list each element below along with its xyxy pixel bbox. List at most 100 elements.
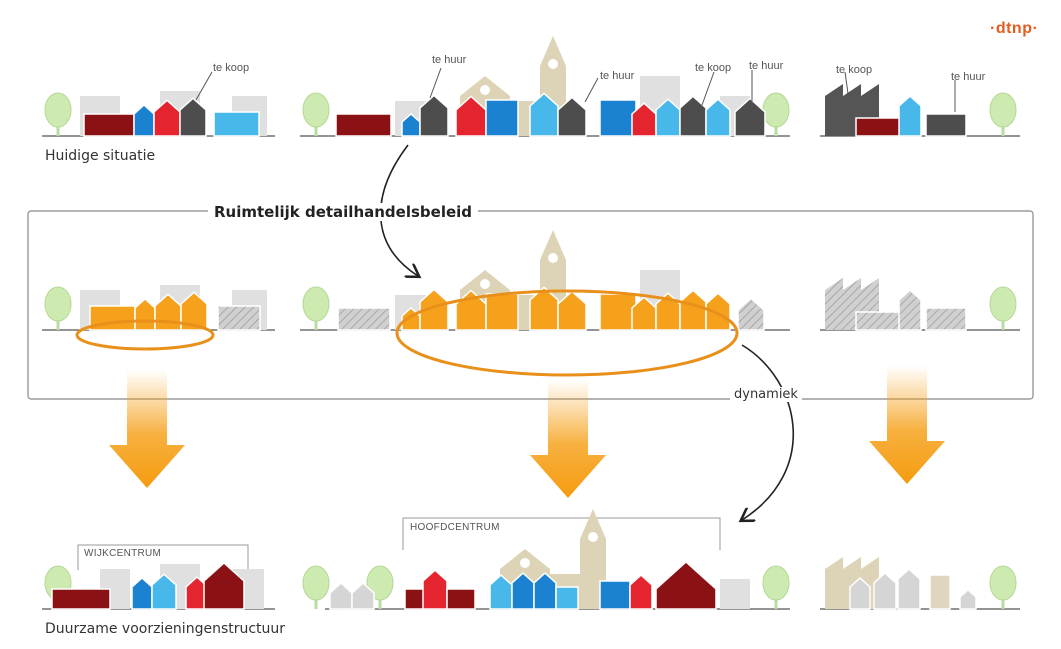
house-shop [180, 291, 208, 331]
church-clock [588, 532, 598, 542]
flat-shop [485, 99, 519, 137]
tree-icon [989, 92, 1017, 128]
flat-shop [925, 307, 967, 331]
tree-trunk [314, 120, 318, 136]
house-shop [734, 97, 766, 137]
flat-shop [337, 307, 391, 331]
house-shop [849, 576, 871, 610]
main-centre-bracket [402, 517, 721, 550]
house-shop [419, 94, 449, 137]
tree-trunk [1001, 120, 1005, 136]
transition-arrow-centre [530, 380, 606, 498]
tree-icon [989, 286, 1017, 322]
annotation-leader [584, 77, 599, 103]
flat-shop [485, 293, 519, 331]
tree-icon [762, 565, 790, 601]
tree-trunk [774, 593, 778, 609]
for-sale-label: te koop [836, 64, 873, 76]
house-shop [629, 574, 653, 610]
tree-trunk [1001, 314, 1005, 330]
tree-trunk [378, 593, 382, 609]
house-shop [455, 95, 487, 137]
tree-icon [302, 565, 330, 601]
house-shop [203, 561, 245, 610]
tree-trunk [314, 314, 318, 330]
house-shop [679, 95, 707, 137]
tree-icon [302, 286, 330, 322]
church-window [520, 558, 530, 568]
house-shop [529, 286, 559, 331]
policy-title: Ruimtelijk detailhandelsbeleid [208, 203, 479, 221]
house-shop [631, 102, 657, 137]
annotation-leader [701, 71, 715, 106]
house-shop [655, 292, 681, 331]
house-shop [153, 99, 181, 137]
tree-icon [44, 286, 72, 322]
current-situation-caption: Huidige situatie [45, 148, 156, 164]
flat-shop [213, 111, 260, 137]
house-shop [419, 288, 449, 331]
house-shop [705, 98, 731, 137]
main-centre-label: HOOFDCENTRUM [410, 522, 500, 533]
church-window [480, 85, 490, 95]
for-rent-label: te huur [600, 70, 635, 82]
tree-trunk [1001, 593, 1005, 609]
neighbourhood-centre-bracket [77, 544, 249, 570]
house-shop [898, 289, 922, 331]
policy-frame [27, 210, 1034, 400]
house-shop [401, 112, 421, 137]
house-shop [631, 296, 657, 331]
flat-shop [555, 586, 579, 610]
house-shop [422, 569, 448, 610]
house-shop [529, 92, 559, 137]
house-shop [557, 96, 587, 137]
house-shop [897, 568, 921, 610]
church-clock [548, 59, 558, 69]
tree-trunk [774, 120, 778, 136]
neighbourhood-centre-label: WIJKCENTRUM [84, 548, 162, 559]
flat-shop [217, 305, 261, 331]
house-shop [134, 297, 156, 331]
tree-icon [366, 565, 394, 601]
house-shop [133, 103, 155, 137]
house-shop [959, 588, 977, 610]
for-rent-label: te huur [951, 71, 986, 83]
flat-shop [599, 580, 631, 610]
background-building [720, 579, 750, 609]
tree-icon [989, 565, 1017, 601]
church-clock [548, 253, 558, 263]
future-structure-caption: Duurzame voorzieningenstructuur [45, 621, 286, 637]
for-sale-label: te koop [695, 62, 732, 74]
tree-trunk [314, 593, 318, 609]
church-window [480, 279, 490, 289]
flat-shop [855, 311, 905, 331]
house-shop [151, 573, 177, 610]
neighbourhood-concentration-ellipse [75, 319, 215, 351]
for-rent-label: te huur [749, 60, 784, 72]
for-sale-label: te koop [213, 62, 250, 74]
annotation-leader [844, 71, 851, 109]
house-shop [873, 572, 897, 610]
flat-shop [446, 588, 476, 610]
centre-concentration-ellipse [395, 289, 739, 377]
flat-shop [855, 117, 905, 137]
tree-icon [302, 92, 330, 128]
house-shop [557, 290, 587, 331]
dtnp-logo: ·dtnp· [990, 20, 1039, 37]
flat-shop [599, 99, 637, 137]
house-shop [179, 97, 207, 137]
tree-icon [762, 92, 790, 128]
tree-trunk [56, 314, 60, 330]
house-shop [655, 560, 717, 610]
tree-trunk [56, 120, 60, 136]
flat-shop [335, 113, 392, 137]
tree-icon [44, 92, 72, 128]
annotation-leader [429, 67, 442, 99]
house-shop [679, 289, 707, 331]
house-shop [131, 576, 153, 610]
transition-arrow-periphery [869, 366, 945, 484]
house-shop [489, 574, 513, 610]
flat-shop [925, 113, 967, 137]
flat-shop [404, 588, 426, 610]
